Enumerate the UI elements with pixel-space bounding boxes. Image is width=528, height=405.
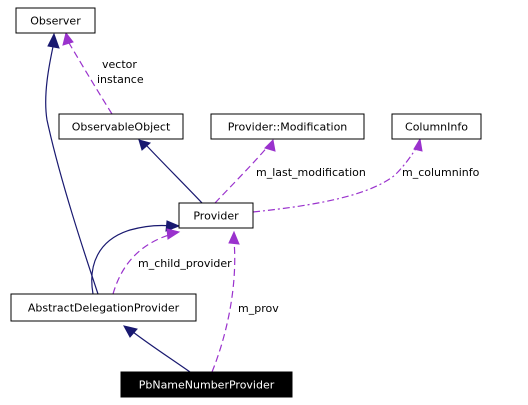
node-label-provider: Provider — [193, 210, 239, 223]
arrowhead-abstractdelegationprovider-inherit — [123, 325, 138, 338]
edge-label-instance: instance — [97, 73, 144, 86]
edge-label-m-columninfo: m_columninfo — [402, 166, 480, 179]
arrowhead-provider-inherit — [165, 220, 181, 232]
edge-abstractdelegationprovider-to-provider — [91, 224, 173, 295]
node-pbnamenumberprovider[interactable]: PbNameNumberProvider — [120, 371, 293, 398]
node-abstractdelegationprovider[interactable]: AbstractDelegationProvider — [10, 293, 197, 322]
edge-columninfo-to-provider — [252, 144, 419, 213]
node-columninfo[interactable]: ColumnInfo — [391, 113, 482, 140]
edge-observableobject-to-observer — [68, 42, 113, 115]
node-provider[interactable]: Provider — [178, 202, 254, 229]
node-label-pbnamenumberprovider: PbNameNumberProvider — [139, 379, 275, 392]
node-label-columninfo: ColumnInfo — [405, 121, 468, 134]
node-observableobject[interactable]: ObservableObject — [58, 113, 184, 140]
edge-provider-to-observableobject — [146, 145, 204, 205]
node-label-provider-modification: Provider::Modification — [228, 121, 348, 134]
node-observer[interactable]: Observer — [15, 7, 96, 34]
arrowhead-childprovider-usage — [166, 228, 181, 240]
arrowhead-modification-usage — [264, 138, 276, 152]
arrowhead-mprov-usage — [228, 230, 240, 245]
edge-pbnamenumberprovider-to-abstractdelegationprovider — [132, 331, 191, 373]
arrowhead-observer-inherit — [47, 32, 60, 49]
node-label-abstractdelegationprovider: AbstractDelegationProvider — [28, 302, 180, 315]
node-label-observer: Observer — [30, 15, 81, 28]
edge-abstractdelegationprovider-to-observer — [45, 41, 99, 295]
edge-label-m-child-provider: m_child_provider — [138, 257, 232, 270]
arrowhead-observer-usage — [62, 31, 74, 46]
edge-mprov — [211, 239, 236, 373]
edge-label-m-prov: m_prov — [238, 302, 279, 315]
edge-label-vector: vector — [102, 58, 137, 71]
edge-childprovider — [112, 233, 173, 295]
node-provider-modification[interactable]: Provider::Modification — [210, 113, 365, 140]
arrowhead-observableobject-inherit — [138, 139, 152, 151]
arrowhead-columninfo-usage — [413, 137, 423, 152]
edge-modification-to-provider — [214, 143, 271, 204]
node-label-observableobject: ObservableObject — [72, 121, 171, 134]
edge-label-m-last-modification: m_last_modification — [256, 166, 366, 179]
